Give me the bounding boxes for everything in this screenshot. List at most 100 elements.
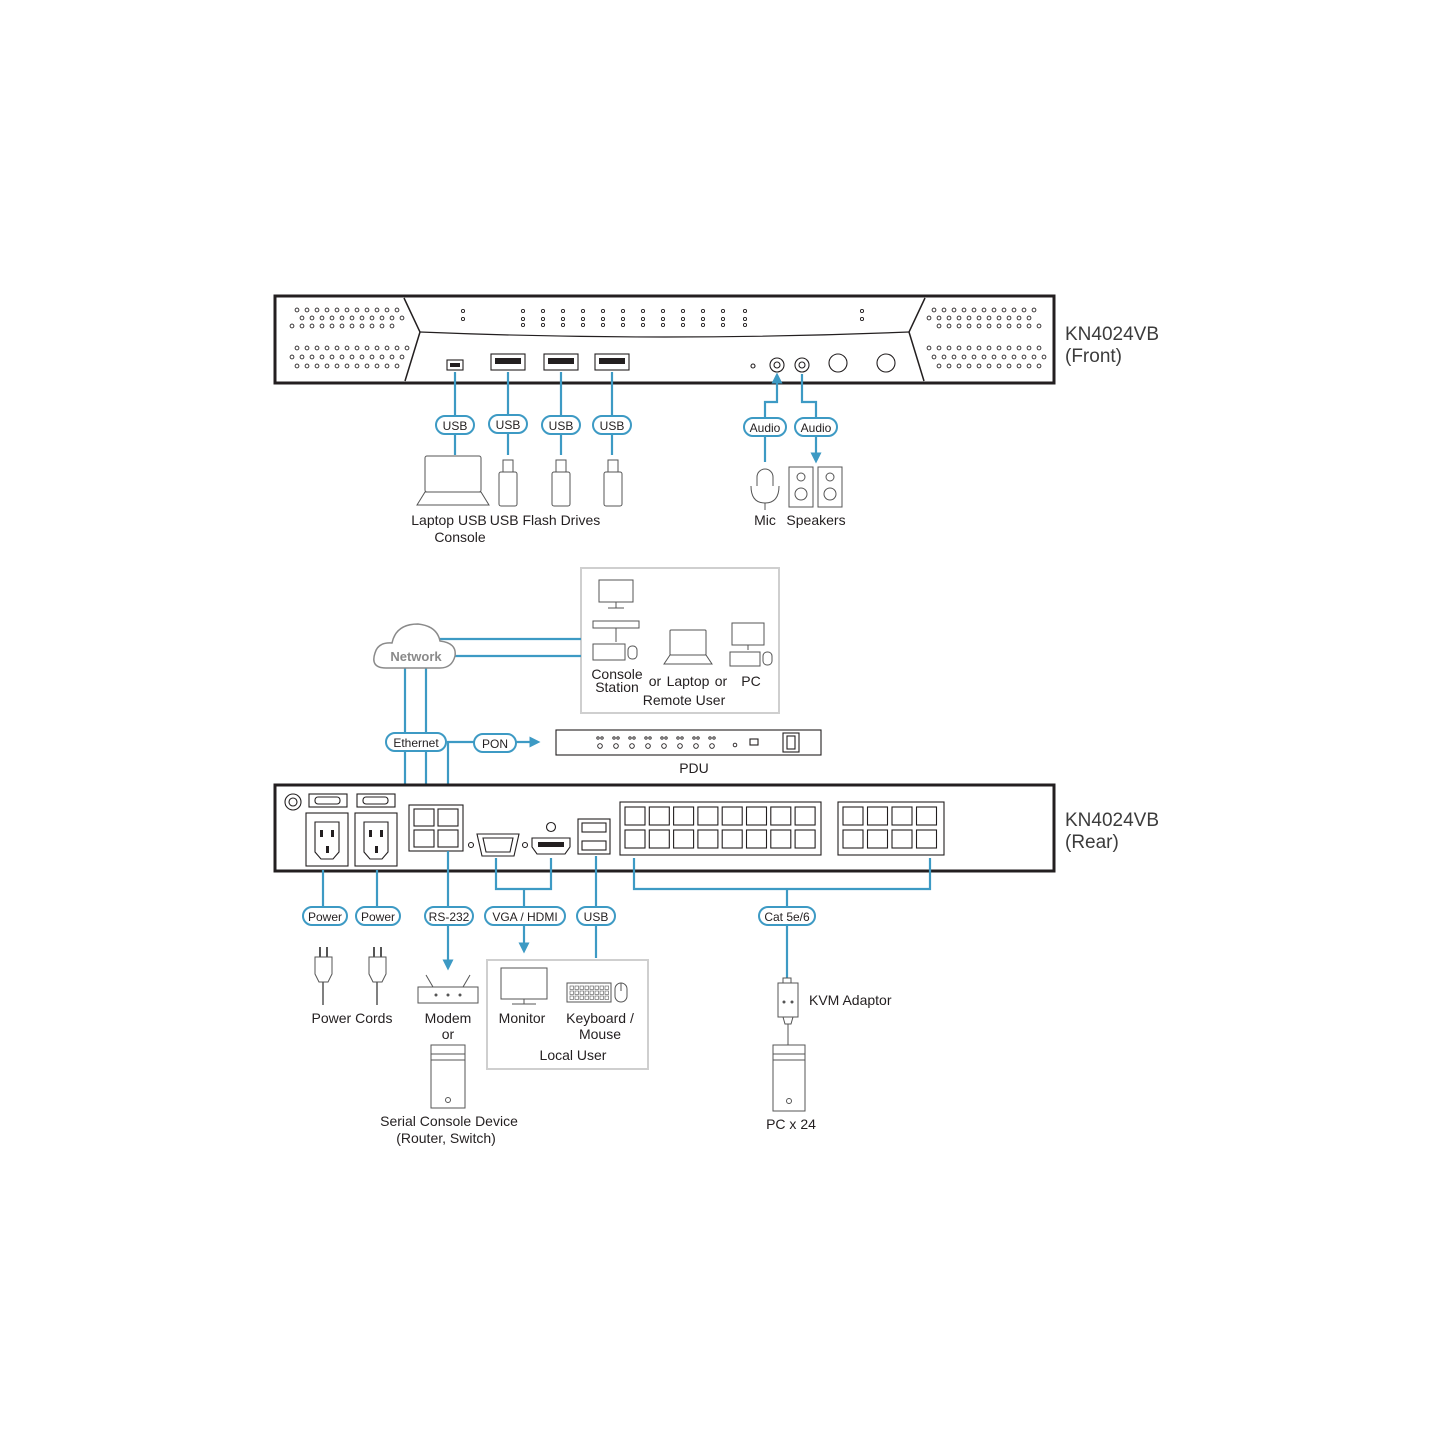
kvm-port[interactable] xyxy=(648,806,670,826)
vent-hole xyxy=(991,307,997,313)
speaker-jack[interactable] xyxy=(794,357,810,373)
keyboard-key xyxy=(584,985,589,990)
vent-hole xyxy=(389,354,395,360)
power-inlet-1[interactable] xyxy=(305,812,349,867)
kvm-port[interactable] xyxy=(624,829,646,849)
vent-hole xyxy=(1041,354,1047,360)
vent-hole xyxy=(936,323,942,329)
kvm-port[interactable] xyxy=(624,806,646,826)
usb-port-2[interactable] xyxy=(543,353,579,371)
kvm-port[interactable] xyxy=(915,806,938,826)
vent-hole xyxy=(349,315,355,321)
pill-ethernet: Ethernet xyxy=(385,732,447,752)
svg-text:Audio: Audio xyxy=(750,421,781,435)
power-switch-1[interactable] xyxy=(308,793,348,808)
pill-rs232: RS-232 xyxy=(424,906,474,926)
vent-hole xyxy=(399,354,405,360)
kvm-port[interactable] xyxy=(770,829,792,849)
front-button-2[interactable] xyxy=(876,353,896,373)
kvm-port[interactable] xyxy=(891,806,913,826)
vent-hole xyxy=(600,316,606,322)
usb-port-1[interactable] xyxy=(490,353,526,371)
vent-hole xyxy=(379,323,385,329)
vent-hole xyxy=(329,323,335,329)
vent-hole xyxy=(304,363,310,369)
lan-serial-ports-block[interactable] xyxy=(408,804,464,852)
vent-hole xyxy=(708,736,712,740)
vent-hole xyxy=(645,743,651,749)
kvm-port[interactable] xyxy=(866,806,889,826)
label-power-cords: Power Cords xyxy=(312,1010,393,1026)
vent-hole xyxy=(560,322,566,328)
vent-hole xyxy=(289,323,295,329)
vent-hole xyxy=(560,316,566,322)
vent-hole xyxy=(720,322,726,328)
kvm-port[interactable] xyxy=(697,806,719,826)
kvm-port[interactable] xyxy=(794,806,816,826)
pill-audio-speakers: Audio xyxy=(794,417,838,437)
kvm-port[interactable] xyxy=(866,829,889,849)
front-button-1[interactable] xyxy=(828,353,848,373)
vent-hole xyxy=(986,323,992,329)
kvm-port[interactable] xyxy=(673,806,695,826)
mic-jack[interactable] xyxy=(769,357,785,373)
vent-hole xyxy=(324,345,330,351)
label-console: Console xyxy=(434,529,486,545)
kvm-ports-group-2[interactable] xyxy=(837,801,945,856)
kvm-port[interactable] xyxy=(842,829,864,849)
keyboard-key xyxy=(569,985,574,990)
hdmi-port[interactable] xyxy=(531,821,571,855)
power-inlet-2[interactable] xyxy=(354,812,398,867)
status-led xyxy=(750,363,756,369)
vent-hole xyxy=(976,315,982,321)
vent-hole xyxy=(936,363,942,369)
kvm-ports-group-1[interactable] xyxy=(619,801,822,856)
keyboard-key xyxy=(594,990,599,995)
kvm-port[interactable] xyxy=(891,829,913,849)
kvm-port[interactable] xyxy=(842,806,864,826)
vent-hole xyxy=(1016,363,1022,369)
vent-hole xyxy=(600,308,606,314)
vent-hole xyxy=(926,345,932,351)
usb-console-port[interactable] xyxy=(446,359,464,371)
kvm-port[interactable] xyxy=(673,829,695,849)
power-switch-2[interactable] xyxy=(356,793,396,808)
vent-hole xyxy=(1036,363,1042,369)
monitor-icon xyxy=(500,967,548,1005)
usb-port-3[interactable] xyxy=(594,353,630,371)
label-or: or xyxy=(649,673,662,689)
rear-usb-ports[interactable] xyxy=(577,818,611,855)
vent-hole xyxy=(931,354,937,360)
vent-hole xyxy=(644,736,648,740)
vent-hole xyxy=(976,363,982,369)
vent-hole xyxy=(540,322,546,328)
kvm-port[interactable] xyxy=(915,829,938,849)
kvm-adaptor-icon xyxy=(777,977,799,1045)
kvm-port[interactable] xyxy=(745,829,768,849)
vent-hole xyxy=(359,315,365,321)
vent-hole xyxy=(1006,345,1012,351)
label-mic: Mic xyxy=(754,512,776,528)
label-serial-console-device: Serial Console Device xyxy=(380,1113,518,1129)
kvm-port[interactable] xyxy=(721,829,743,849)
kvm-port[interactable] xyxy=(648,829,670,849)
kvm-port[interactable] xyxy=(697,829,719,849)
label-or: or xyxy=(442,1026,455,1042)
vent-hole xyxy=(700,308,706,314)
vent-hole xyxy=(629,743,635,749)
vent-hole xyxy=(294,345,300,351)
vent-hole xyxy=(1036,345,1042,351)
vent-hole xyxy=(294,307,300,313)
vent-hole xyxy=(696,736,700,740)
kvm-port[interactable] xyxy=(770,806,792,826)
vent-hole xyxy=(520,316,526,322)
pill-usb-rear: USB xyxy=(576,906,616,926)
vga-port[interactable] xyxy=(467,833,529,857)
vent-hole xyxy=(951,307,957,313)
vent-hole xyxy=(976,345,982,351)
kvm-port[interactable] xyxy=(745,806,768,826)
vent-hole xyxy=(1026,315,1032,321)
kvm-port[interactable] xyxy=(721,806,743,826)
kvm-port[interactable] xyxy=(794,829,816,849)
